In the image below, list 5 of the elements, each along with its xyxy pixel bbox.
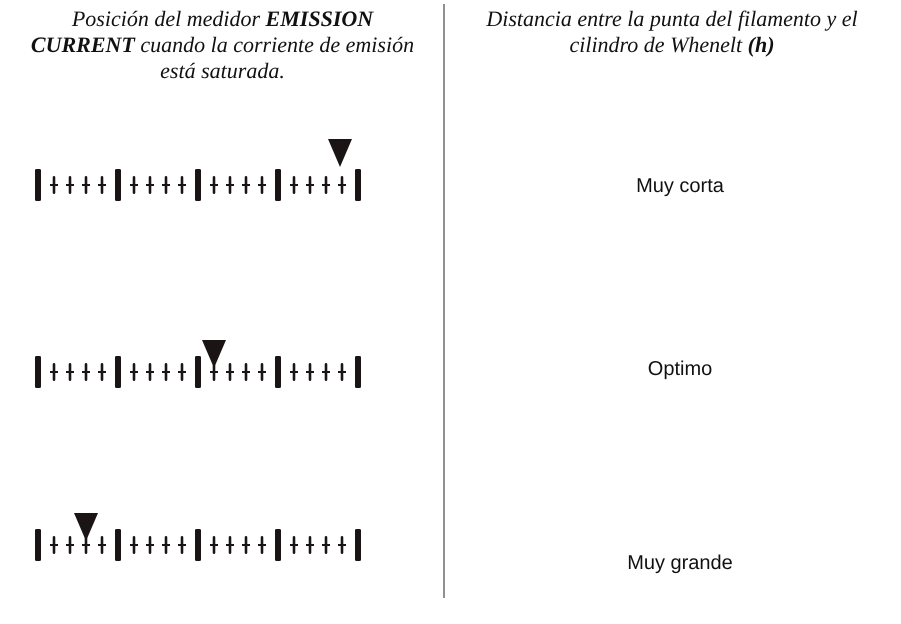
column-heading: Posición del medidor EMISSION CURRENT cuando la corriente de emisión está saturada. — [30, 6, 416, 84]
row-label: Muy corta — [635, 175, 725, 198]
row-label: Muy grande — [626, 552, 734, 575]
row-label: Optimo — [646, 358, 714, 381]
column-heading: Distancia entre la punta del filamento y el cilindro de Whenelt (h) — [485, 6, 859, 58]
